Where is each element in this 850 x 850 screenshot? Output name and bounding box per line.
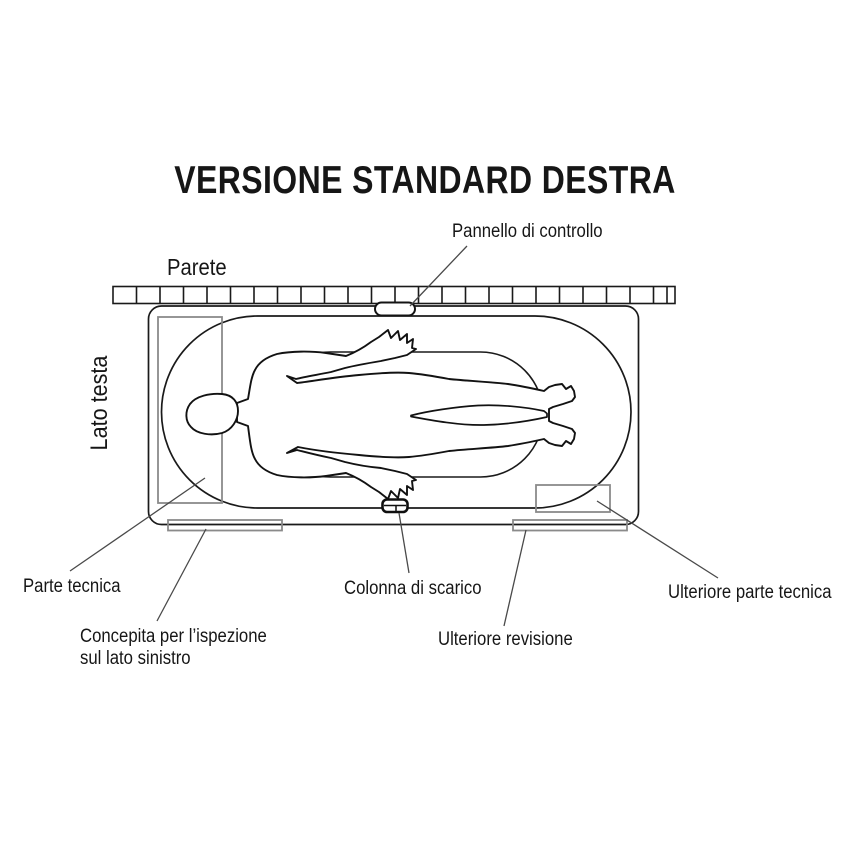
inspection-strip-left xyxy=(167,519,283,532)
wall-band xyxy=(112,285,676,305)
wall-label: Parete xyxy=(167,254,227,280)
person-figure xyxy=(185,329,576,500)
head-side-label: Lato testa xyxy=(86,355,113,451)
inspection-note-line2: sul lato sinistro xyxy=(80,648,191,669)
additional-technical-part-label: Ulteriore parte tecnica xyxy=(668,582,832,603)
page-title: VERSIONE STANDARD DESTRA xyxy=(174,159,676,202)
wall-hatch-ticks xyxy=(135,286,668,304)
additional-revision-label: Ulteriore revisione xyxy=(438,629,573,650)
drain-column xyxy=(381,498,409,514)
leader-lines xyxy=(69,245,719,627)
person-head xyxy=(185,392,239,436)
person-body xyxy=(236,329,576,500)
technical-part-label: Parte tecnica xyxy=(23,576,121,597)
inspection-note-line1: Concepita per l’ispezione xyxy=(80,626,267,647)
person-leg-gap xyxy=(410,404,548,426)
control-panel-label: Pannello di controllo xyxy=(452,221,603,242)
control-panel xyxy=(374,301,416,317)
additional-technical-part-zone xyxy=(535,484,611,513)
drain-column-label: Colonna di scarico xyxy=(344,578,482,599)
revision-strip-right xyxy=(512,519,628,532)
